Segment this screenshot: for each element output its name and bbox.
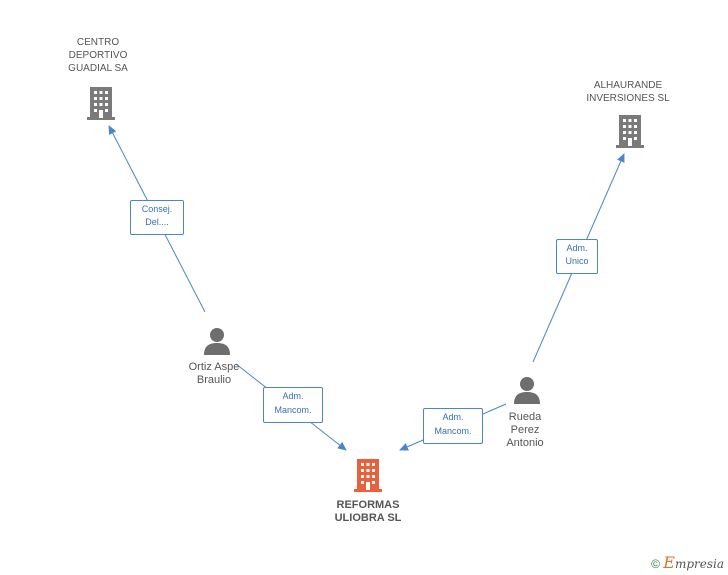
brand-name: mpresia — [674, 557, 724, 571]
brand-initial: E — [663, 553, 675, 572]
relation-label-rueda-reformas[interactable]: Adm. Mancom. — [423, 408, 483, 444]
relation-label-ortiz-centro[interactable]: Consej. Del.... — [130, 200, 184, 235]
node-label-ortiz: Ortiz Aspe Braulio — [188, 361, 240, 386]
relation-role-line2: Mancom. — [274, 405, 312, 415]
watermark: © Empresia — [651, 553, 724, 572]
relation-role-line1: Consej. — [141, 204, 173, 214]
copyright-icon: © — [651, 557, 660, 571]
node-label-alhaurande: ALHAURANDE INVERSIONES SL — [586, 80, 670, 104]
building-icon[interactable] — [615, 114, 645, 148]
person-icon[interactable] — [512, 375, 542, 405]
node-label-rueda: Rueda Perez Antonio — [506, 411, 544, 449]
building-icon[interactable] — [86, 86, 116, 120]
person-icon[interactable] — [202, 326, 232, 356]
node-label-reformas: REFORMAS ULIOBRA SL — [334, 499, 402, 524]
relation-role-line1: Adm. — [282, 391, 304, 401]
relation-label-rueda-alhaurande[interactable]: Adm. Unico — [556, 239, 598, 274]
relation-role-line2: Del.... — [145, 217, 169, 227]
relation-role-line2: Unico — [565, 256, 589, 266]
relation-role-line1: Adm. — [566, 243, 588, 253]
relation-label-ortiz-reformas[interactable]: Adm. Mancom. — [263, 387, 323, 423]
building-icon[interactable] — [353, 458, 383, 492]
relation-role-line1: Adm. — [442, 412, 464, 422]
node-label-centro: CENTRO DEPORTIVO GUADIAL SA — [68, 37, 128, 74]
relation-role-line2: Mancom. — [434, 426, 472, 436]
